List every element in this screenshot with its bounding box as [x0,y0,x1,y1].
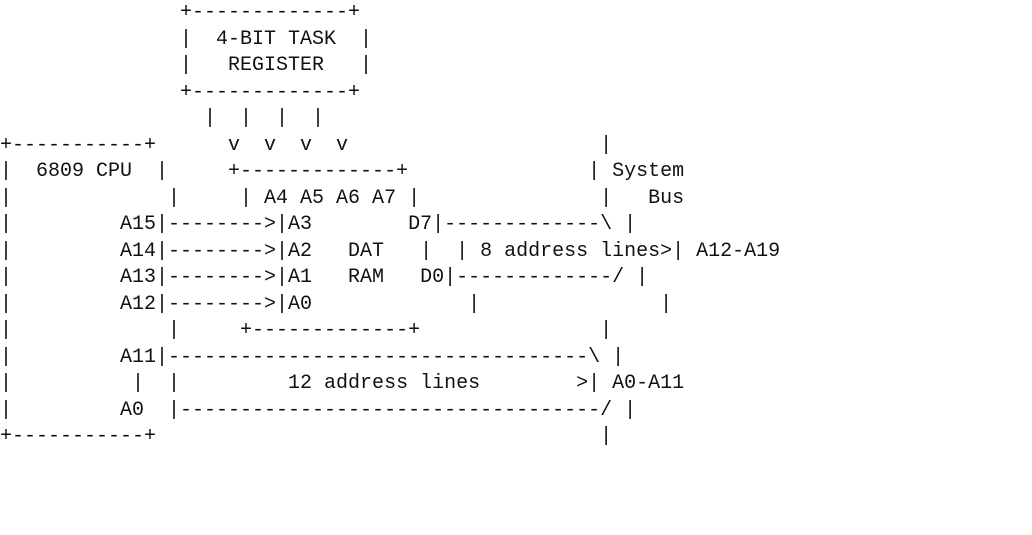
diagram-line-task-register-bottom: +-------------+ [0,80,361,104]
diagram-line-cpu-bottom: +-----------+ | [0,425,613,448]
ascii-diagram: +-------------+ | 4-BIT TASK | | REGISTE… [0,1,781,448]
diagram-line-task-register-label-1: | 4-BIT TASK | [0,27,373,51]
diagram-line-a15-to-a3: | A15|-------->|A3 D7|-------------\ | [0,213,637,236]
diagram-line-a13-to-a1: | A13|-------->|A1 RAM D0|-------------/… [0,266,649,289]
diagram-line-cpu-label-and-system-label: | 6809 CPU | +-------------+ | System [0,160,685,183]
diagram-line-dat-high-address-labels: | | | A4 A5 A6 A7 | | Bus [0,186,685,210]
diagram-line-a14-to-a2: | A14|-------->|A2 DAT | | 8 address lin… [0,239,781,263]
diagram-line-task-register-label-2: | REGISTER | [0,54,373,77]
diagram-line-a11-bus-start: | A11|----------------------------------… [0,345,625,369]
diagram-line-12-address-lines: | | | 12 address lines >| A0-A11 [0,372,685,395]
diagram-line-a0-bus-end: | A0 |----------------------------------… [0,398,637,422]
diagram-line-dat-bottom: | | +-------------+ | [0,319,613,342]
diagram-line-cpu-top-and-arrows: +-----------+ v v v v | [0,133,613,157]
diagram-line-task-register-top: +-------------+ [0,1,361,24]
diagram-line-a12-to-a0: | A12|-------->|A0 | | [0,292,673,316]
diagram-line-register-outputs: | | | | [0,107,325,130]
